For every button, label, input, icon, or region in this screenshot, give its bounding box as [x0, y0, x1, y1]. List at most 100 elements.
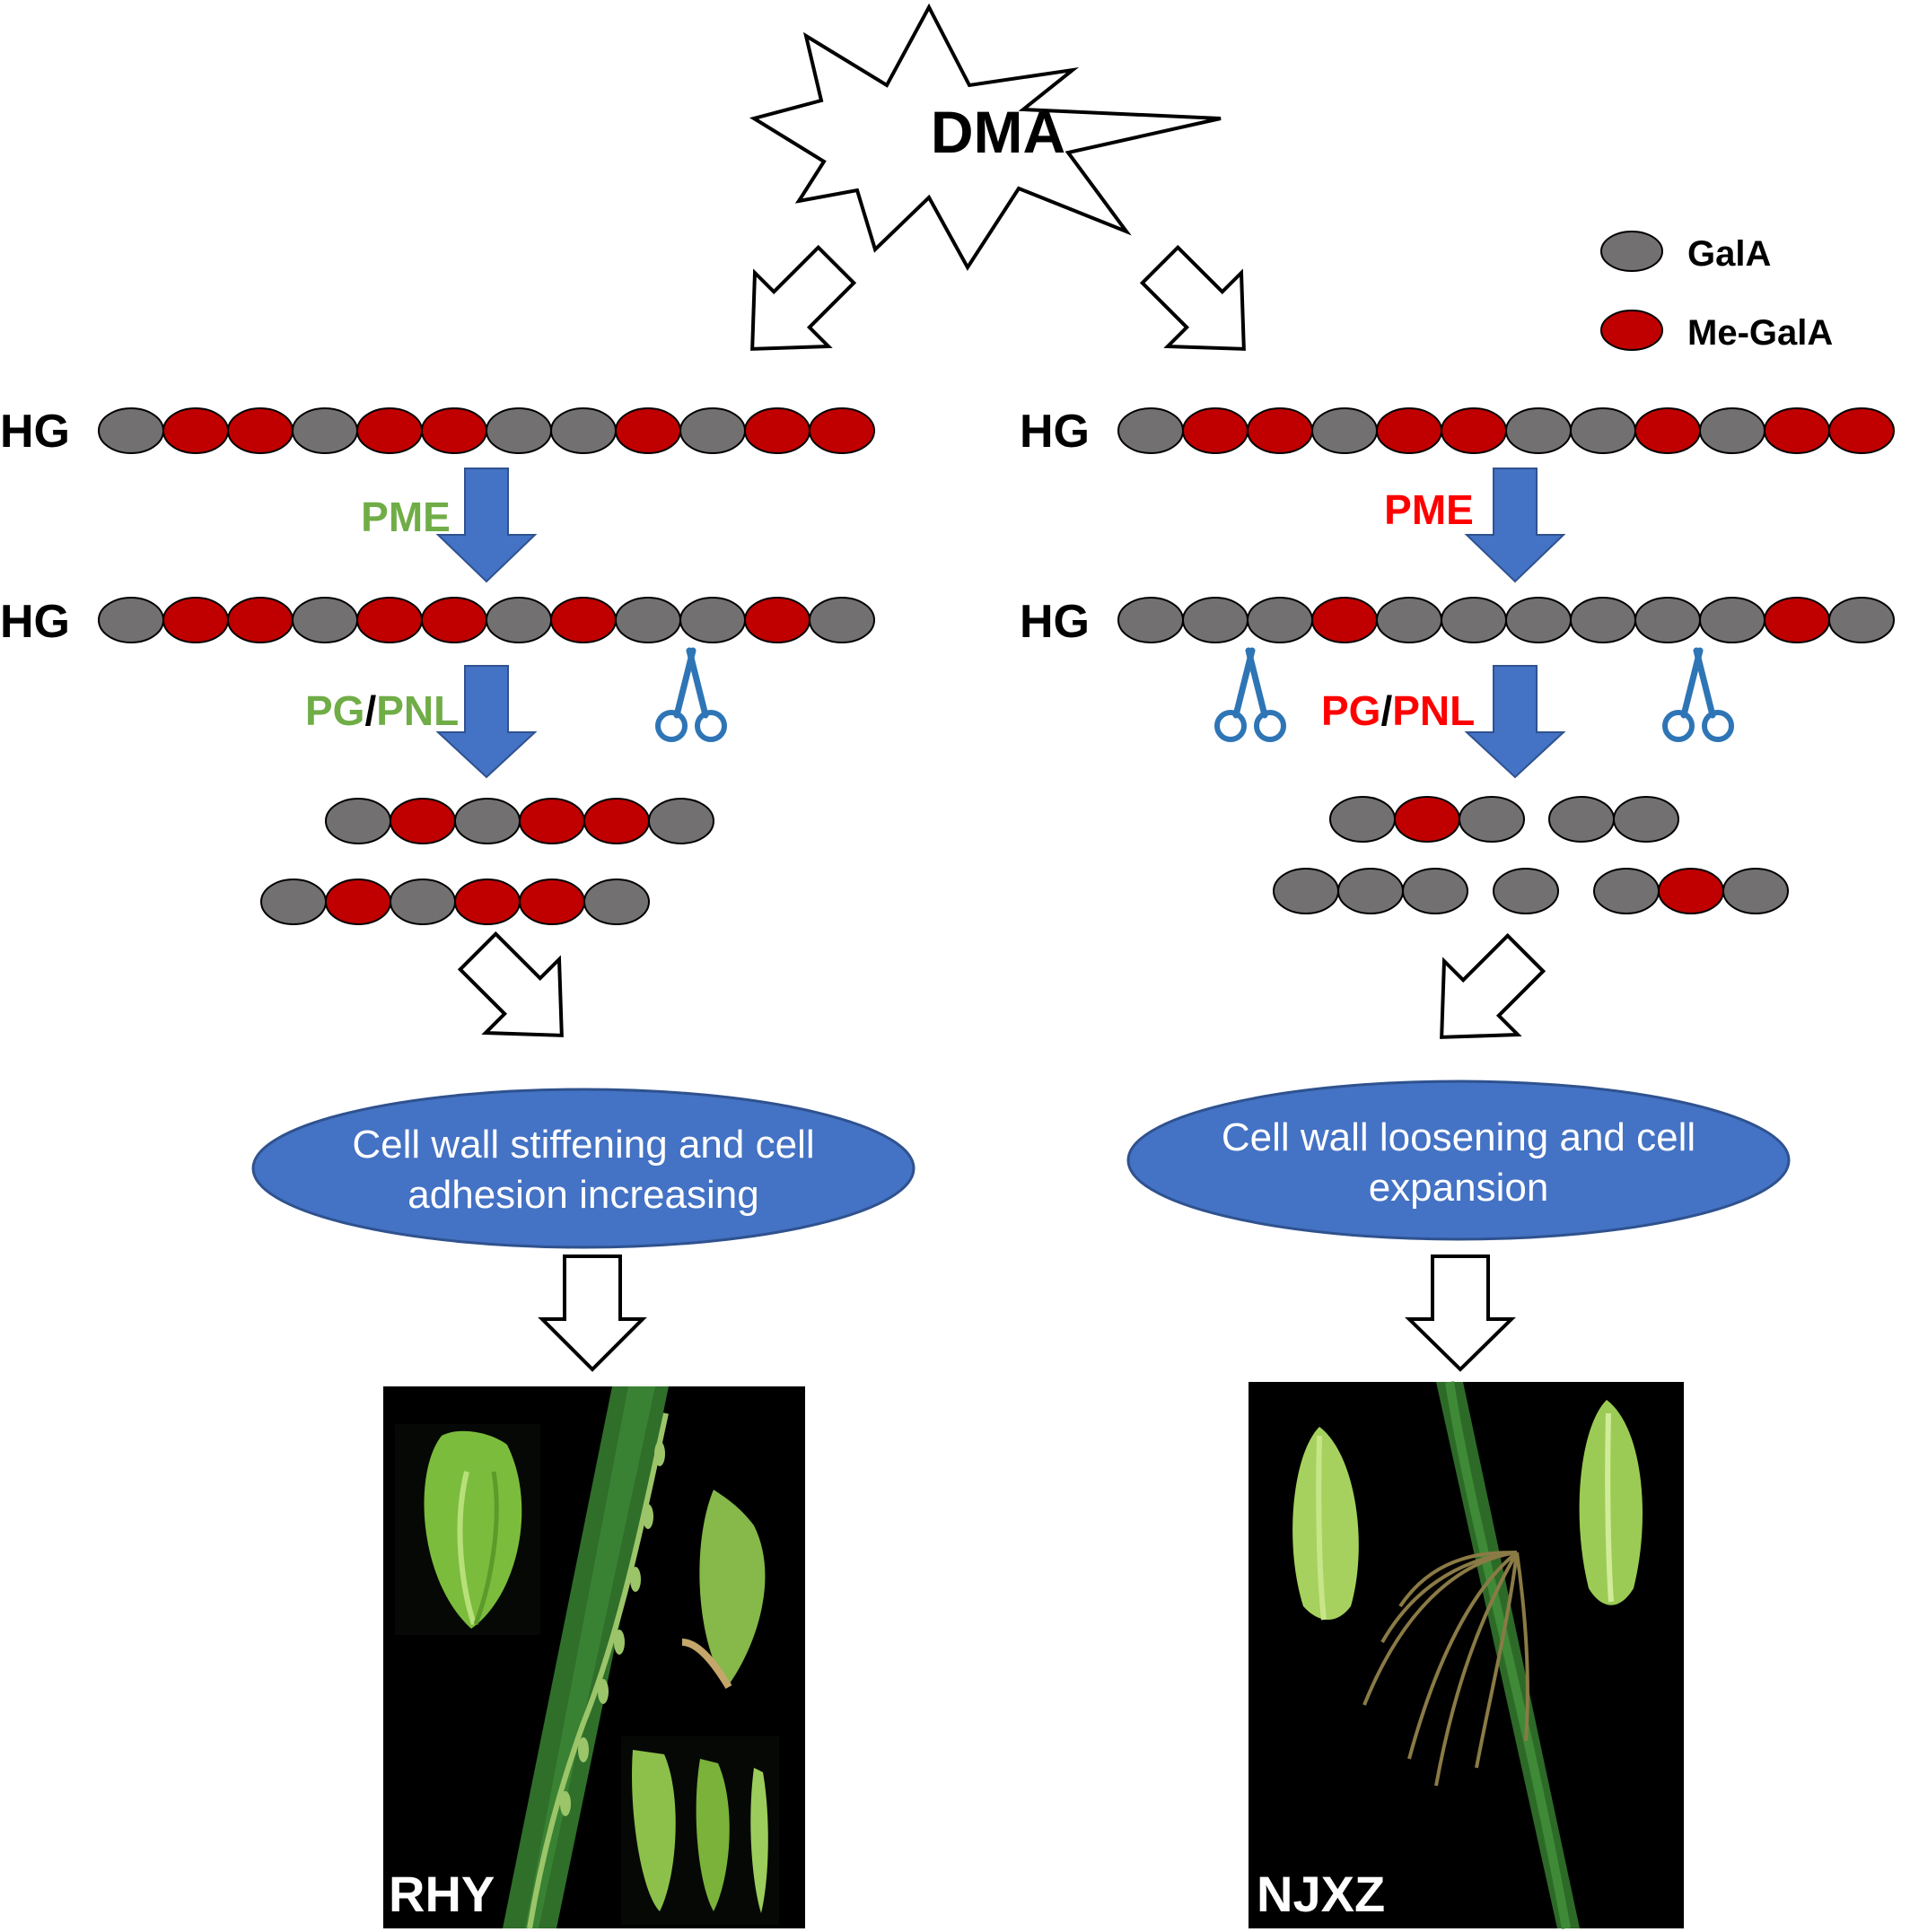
right-enzyme-separator: /	[1380, 687, 1392, 734]
me-gala-bead	[1764, 597, 1830, 643]
me-gala-bead	[1634, 407, 1701, 454]
gala-bead	[1337, 868, 1404, 914]
legend-megalA-label: Me-GalA	[1687, 313, 1833, 353]
gala-bead	[679, 407, 746, 454]
gala-bead	[292, 407, 358, 454]
dma-title: DMA	[931, 99, 1065, 165]
left-pg-pnl-label: PG/PNL	[305, 687, 459, 734]
left-pg-pnl-arrow-icon	[435, 665, 538, 779]
left-outcome-ellipse: Cell wall stiffening and cell adhesion i…	[251, 1088, 916, 1249]
me-gala-bead	[1376, 407, 1442, 454]
right-pg-pnl-arrow-icon	[1464, 665, 1566, 779]
me-gala-bead	[356, 407, 423, 454]
right-hg-chain-methylated	[1117, 407, 1895, 454]
gala-bead	[1613, 796, 1679, 843]
gala-bead	[809, 597, 875, 643]
left-hg-chain-after-pme	[98, 597, 875, 643]
legend-galA-swatch	[1600, 231, 1663, 272]
hollow-arrow-down-right-icon	[1405, 1254, 1516, 1372]
gala-bead	[1459, 796, 1525, 843]
me-gala-bead	[1441, 407, 1507, 454]
me-gala-bead	[519, 879, 585, 925]
gala-bead	[1402, 868, 1468, 914]
left-hg-label-2: HG	[0, 596, 70, 648]
gala-bead	[1182, 597, 1249, 643]
left-outcome-line1: Cell wall stiffening and cell	[352, 1123, 814, 1167]
me-gala-bead	[227, 597, 294, 643]
hollow-arrow-left-lower-icon	[457, 931, 564, 1037]
left-pme-arrow-icon	[435, 468, 538, 583]
gala-bead	[1376, 597, 1442, 643]
gala-bead	[648, 798, 714, 844]
me-gala-bead	[744, 597, 810, 643]
me-gala-bead	[1247, 407, 1313, 454]
right-pnl-label: PNL	[1392, 687, 1475, 734]
rhy-spikelet-closeup-1	[395, 1424, 540, 1635]
right-pme-label: PME	[1384, 486, 1474, 533]
me-gala-bead	[550, 597, 617, 643]
njxz-label: NJXZ	[1257, 1866, 1385, 1922]
right-hg-fragments	[1273, 796, 1789, 914]
hollow-arrow-right-icon	[1139, 244, 1246, 351]
dma-starburst: DMA	[749, 3, 1222, 271]
right-pme-arrow-icon	[1464, 468, 1566, 583]
rhy-spikelet-closeup-2	[681, 1490, 766, 1690]
gala-bead	[390, 879, 456, 925]
me-gala-bead	[227, 407, 294, 454]
right-outcome-line2: expansion	[1369, 1166, 1549, 1210]
right-hg-label-2: HG	[1020, 596, 1090, 648]
gala-bead	[1493, 868, 1559, 914]
me-gala-bead	[162, 407, 229, 454]
gala-bead	[583, 879, 650, 925]
gala-bead	[1311, 407, 1378, 454]
gala-bead	[98, 407, 164, 454]
hollow-arrow-left-icon	[750, 244, 857, 351]
gala-bead	[1247, 597, 1313, 643]
gala-bead	[1722, 868, 1789, 914]
gala-bead	[1441, 597, 1507, 643]
me-gala-bead	[1658, 868, 1724, 914]
njxz-panicle	[1362, 1551, 1529, 1787]
gala-bead	[1548, 796, 1615, 843]
left-hg-label-1: HG	[0, 406, 70, 458]
me-gala-bead	[1764, 407, 1830, 454]
scissors-icon	[1662, 647, 1734, 742]
me-gala-bead	[1828, 407, 1895, 454]
me-gala-bead	[1311, 597, 1378, 643]
njxz-grain-closeup-2	[1579, 1400, 1643, 1605]
gala-bead	[615, 597, 681, 643]
gala-bead	[1117, 597, 1184, 643]
left-pme-label: PME	[361, 494, 451, 540]
me-gala-bead	[390, 798, 456, 844]
hollow-arrow-right-lower-icon	[1440, 932, 1546, 1039]
gala-bead	[98, 597, 164, 643]
me-gala-bead	[744, 407, 810, 454]
gala-bead	[1634, 597, 1701, 643]
hollow-arrow-down-left-icon	[538, 1254, 647, 1372]
right-pg-pnl-label: PG/PNL	[1321, 687, 1475, 734]
me-gala-bead	[421, 407, 487, 454]
left-hg-chain-methylated	[98, 407, 875, 454]
left-hg-fragments	[260, 798, 714, 925]
gala-bead	[1505, 407, 1572, 454]
me-gala-bead	[421, 597, 487, 643]
me-gala-bead	[809, 407, 875, 454]
gala-bead	[1828, 597, 1895, 643]
gala-bead	[292, 597, 358, 643]
left-enzyme-separator: /	[364, 687, 376, 734]
right-outcome-ellipse: Cell wall loosening and cell expansion	[1126, 1080, 1791, 1241]
rhy-label: RHY	[389, 1866, 495, 1922]
me-gala-bead	[162, 597, 229, 643]
gala-bead	[260, 879, 327, 925]
scissors-icon	[655, 647, 727, 742]
right-hg-label-1: HG	[1020, 406, 1090, 458]
rhy-spikelet-closeup-3	[621, 1736, 779, 1925]
gala-bead	[1117, 407, 1184, 454]
gala-bead	[1570, 407, 1636, 454]
gala-bead	[679, 597, 746, 643]
me-gala-bead	[454, 879, 521, 925]
gala-bead	[454, 798, 521, 844]
me-gala-bead	[325, 879, 391, 925]
gala-bead	[550, 407, 617, 454]
